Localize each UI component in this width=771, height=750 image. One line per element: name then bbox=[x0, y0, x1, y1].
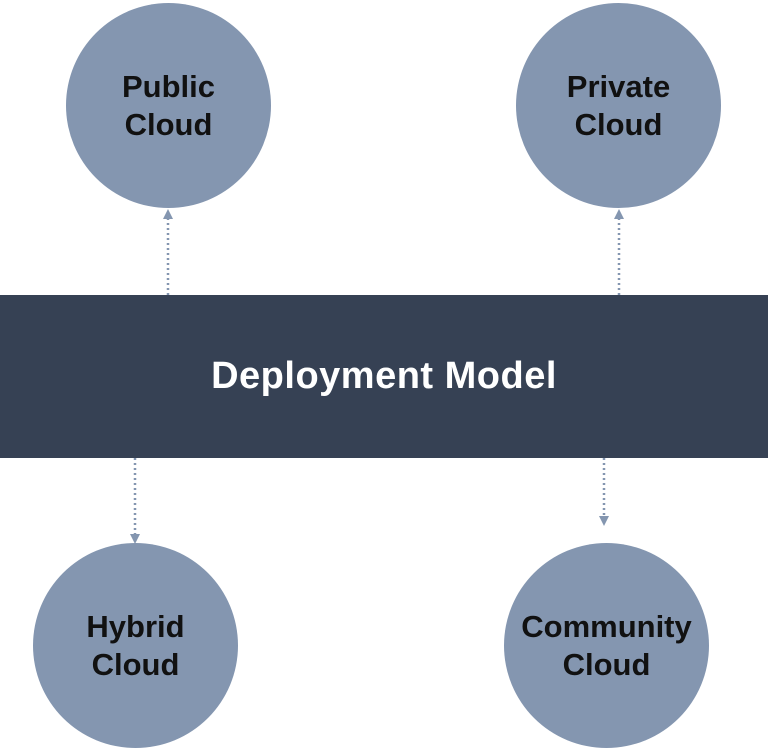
private-cloud-node: Private Cloud bbox=[516, 3, 721, 208]
community-cloud-label: Community Cloud bbox=[521, 608, 692, 684]
hybrid-cloud-label-line2: Cloud bbox=[91, 646, 180, 682]
hybrid-cloud-node: Hybrid Cloud bbox=[33, 543, 238, 748]
public-cloud-label: Public Cloud bbox=[122, 68, 215, 144]
public-cloud-label-line2: Cloud bbox=[124, 106, 213, 142]
public-cloud-node: Public Cloud bbox=[66, 3, 271, 208]
community-cloud-node: Community Cloud bbox=[504, 543, 709, 748]
private-cloud-label-line1: Private bbox=[566, 68, 671, 104]
hybrid-cloud-label: Hybrid Cloud bbox=[86, 608, 184, 684]
hybrid-cloud-label-line1: Hybrid bbox=[86, 608, 185, 644]
deployment-model-label: Deployment Model bbox=[211, 355, 557, 397]
private-cloud-label-line2: Cloud bbox=[574, 106, 663, 142]
public-cloud-label-line1: Public bbox=[121, 68, 215, 104]
community-cloud-label-line1: Community bbox=[521, 608, 692, 644]
private-cloud-label: Private Cloud bbox=[567, 68, 670, 144]
community-cloud-label-line2: Cloud bbox=[562, 646, 651, 682]
deployment-model-band: Deployment Model bbox=[0, 295, 768, 458]
